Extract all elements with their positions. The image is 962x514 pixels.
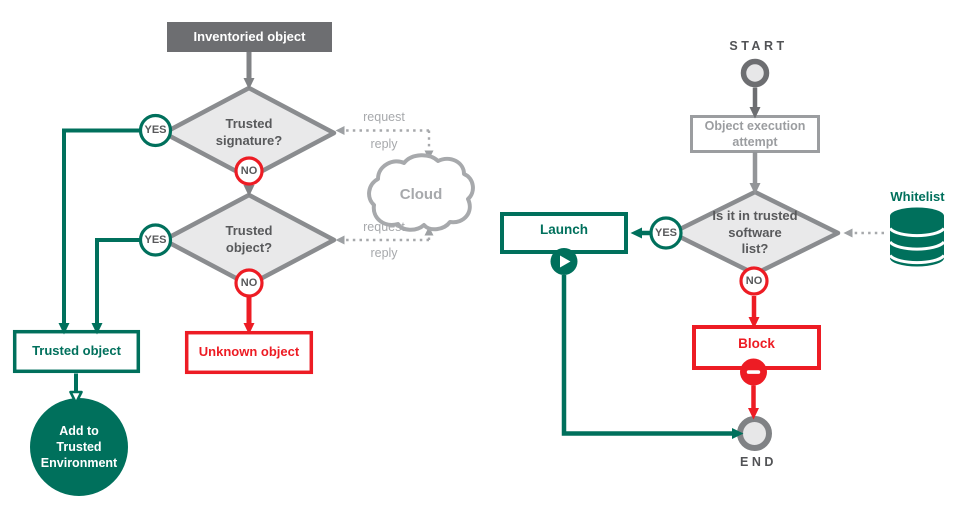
no3-circle <box>739 266 769 296</box>
launch-box <box>500 212 628 254</box>
arrow-yes1-to-trusted <box>58 128 140 335</box>
yes2-circle <box>138 223 173 257</box>
whitelist-database-icon <box>888 207 946 267</box>
start-node <box>740 58 770 88</box>
no2-circle <box>234 268 264 298</box>
cloud-icon <box>367 153 475 232</box>
arrow-yes2-to-trusted <box>91 238 140 335</box>
arrow-launch-to-end <box>561 275 744 439</box>
play-icon <box>550 248 578 275</box>
whitelist-diamond <box>669 189 841 277</box>
trusted-object-box <box>12 329 141 374</box>
execution-attempt-box <box>690 115 820 153</box>
block-minus-icon <box>740 358 767 386</box>
end-node <box>737 416 772 451</box>
inventoried-object-box <box>167 22 332 52</box>
add-to-trusted-circle <box>30 398 128 496</box>
unknown-object-box <box>184 330 314 375</box>
yes3-circle <box>649 216 683 250</box>
no1-circle <box>234 156 264 186</box>
yes1-circle <box>138 113 173 148</box>
